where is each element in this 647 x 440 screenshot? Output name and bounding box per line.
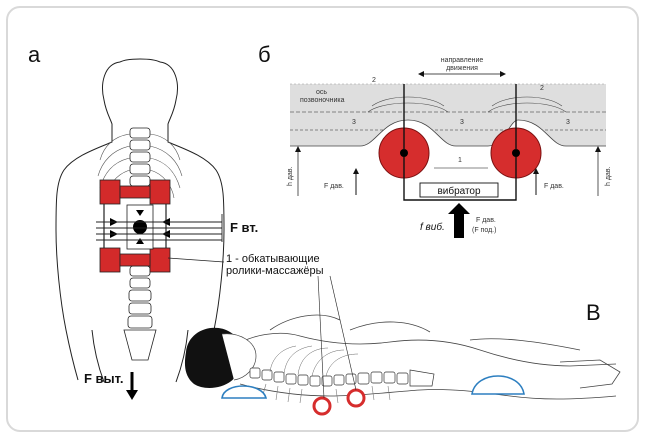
label-3-right: 3: [566, 119, 570, 126]
rollers-caption-line2: ролики-массажёры: [226, 265, 324, 277]
traction-force-label: F выт.: [84, 371, 123, 386]
main-pressure-arrow: [448, 203, 470, 238]
vibration-label: f виб.: [420, 221, 445, 233]
height-label-left: h дав.: [287, 166, 294, 186]
pressure-label-left: F дав.: [324, 183, 344, 190]
lateral-force-lines: [96, 214, 222, 242]
direction-label-2: движения: [446, 65, 478, 72]
lying-ribs: [270, 346, 358, 376]
head: [185, 328, 256, 388]
traction-arrow: [126, 372, 138, 400]
pressure-label-right: F дав.: [544, 183, 564, 190]
lift-force-label: (F под.): [472, 227, 496, 234]
panel-label-v: В: [586, 300, 601, 325]
back-roller-2: [348, 390, 364, 406]
rollers-caption-line1: 1 - обкатывающие: [226, 253, 320, 265]
lateral-force-label: F вт.: [230, 220, 258, 235]
label-1: 1: [458, 157, 462, 164]
label-2-right: 2: [540, 85, 544, 92]
knee-support-cushion: [472, 376, 524, 394]
vibrator-label: вибратор: [437, 185, 481, 197]
direction-arrowhead-left: [418, 71, 424, 77]
height-label-right: h дав.: [605, 166, 612, 186]
height-marker-right: [595, 146, 601, 196]
direction-label-1: направление: [441, 57, 484, 64]
axis-label-1: ось: [316, 89, 327, 96]
central-pivot: [110, 205, 170, 249]
caption-leader-a: [168, 258, 224, 262]
height-marker-left: [295, 146, 301, 196]
main-pressure-label: F дав.: [476, 217, 496, 224]
neck-support-cushion: [222, 386, 266, 398]
tissue-layer: [290, 84, 606, 146]
pressure-arrow-right: [533, 168, 539, 195]
label-3-left: 3: [352, 119, 356, 126]
label-2-left: 2: [372, 77, 376, 84]
lying-spine: [250, 368, 434, 386]
back-roller-1: [314, 398, 330, 414]
label-3-mid: 3: [460, 119, 464, 126]
pressure-arrow-left: [353, 168, 359, 195]
panel-label-b: б: [258, 42, 271, 67]
axis-label-2: позвоночника: [300, 97, 345, 104]
direction-arrowhead-right: [500, 71, 506, 77]
panel-label-a: а: [28, 42, 41, 67]
